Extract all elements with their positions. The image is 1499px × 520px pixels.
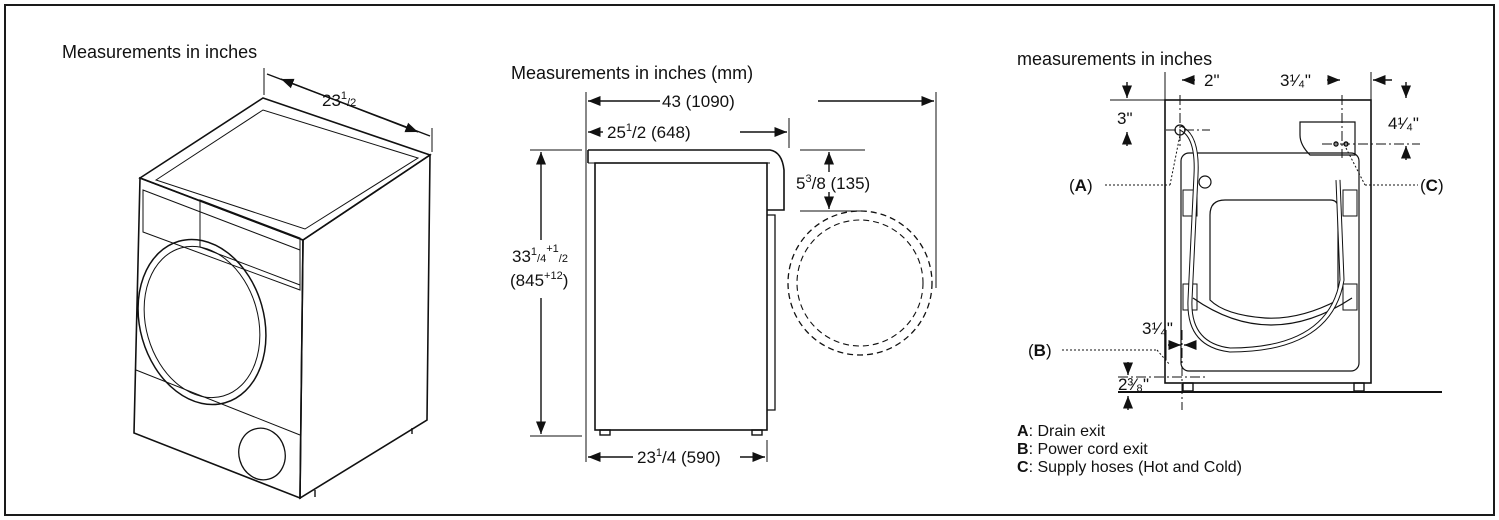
callout-b: (B)	[1028, 341, 1052, 360]
dim-3-1-4-bottom-label: 3¹⁄₄"	[1142, 319, 1173, 338]
legend-b-key: B	[1017, 441, 1029, 458]
legend-a: A: Drain exit	[1017, 423, 1106, 440]
rear-body	[1164, 99, 1372, 384]
dryer-front	[133, 176, 304, 500]
callout-b-leader-diag	[1156, 349, 1171, 366]
depth-top-frac: 1	[626, 122, 632, 134]
bracket-lower-right	[1342, 283, 1358, 311]
vent-knob	[1198, 175, 1212, 189]
width-arrow	[280, 78, 419, 133]
depth-top-label: 251/2 (648)	[607, 122, 691, 142]
height-mm-tol: +12	[544, 270, 563, 282]
dryer-door	[137, 238, 267, 406]
legend-c-key: C	[1017, 459, 1029, 476]
diagram-frame	[4, 4, 1495, 516]
dryer-top-inner	[154, 109, 420, 230]
callout-a-leader-diag	[1169, 134, 1181, 186]
height-mm-close: )	[563, 271, 569, 290]
height-tol: +1	[546, 243, 559, 255]
rear-panel	[1180, 152, 1360, 372]
supply-port-hot	[1333, 141, 1339, 147]
left-title: Measurements in inches	[62, 42, 257, 62]
height-den: /4	[537, 253, 546, 265]
rear-foot-right	[1353, 382, 1365, 392]
dim-3-label: 3"	[1117, 109, 1133, 128]
door-open-inner	[796, 219, 924, 347]
depth-top-whole: 25	[607, 123, 626, 142]
drain-hose-fill	[1179, 126, 1344, 352]
dim-2-label: 2"	[1204, 71, 1220, 90]
depth-top-rest: /2 (648)	[632, 123, 691, 142]
rear-drum-recess	[1209, 199, 1339, 319]
legend-b-text: : Power cord exit	[1029, 441, 1149, 458]
foot-back	[751, 429, 763, 436]
filter-hatch	[238, 427, 286, 481]
height-mm-label: (845+12)	[510, 270, 568, 290]
depth-base-whole: 23	[637, 448, 656, 467]
dryer-side	[299, 153, 431, 500]
right-title: measurements in inches	[1017, 49, 1212, 69]
door-depth-label: 53/8 (135)	[796, 173, 870, 193]
front-lower-line	[135, 369, 301, 436]
callout-a: (A)	[1069, 176, 1093, 195]
height-label: 331/4+1/2	[512, 243, 568, 266]
width-den: /2	[347, 97, 356, 109]
callout-c-close: )	[1438, 176, 1444, 195]
depth-base-label: 231/4 (590)	[637, 447, 721, 467]
callout-a-close: )	[1087, 176, 1093, 195]
rear-foot-left	[1182, 382, 1194, 392]
width-frac: 1	[341, 90, 347, 102]
dryer-top-lid	[588, 149, 785, 211]
left-panel: Measurements in inches 231/2	[62, 42, 433, 500]
dim-3-1-4-top-label: 3¹⁄₄"	[1280, 71, 1311, 90]
callout-b-letter: B	[1034, 341, 1046, 360]
callout-a-letter: A	[1075, 176, 1087, 195]
depth-open-label: 43 (1090)	[662, 92, 735, 111]
display-area	[199, 199, 301, 286]
supply-valve-box	[1299, 121, 1356, 156]
door-rest: /8 (135)	[812, 174, 871, 193]
legend-c-text: : Supply hoses (Hot and Cold)	[1029, 459, 1242, 476]
middle-panel: Measurements in inches (mm) 43 (1090) 25…	[510, 63, 937, 467]
middle-title: Measurements in inches (mm)	[511, 63, 753, 83]
legend-b: B: Power cord exit	[1017, 441, 1148, 458]
door-frac: 3	[805, 173, 811, 185]
callout-c-leader-diag	[1345, 147, 1366, 186]
dim-4-1-4-label: 4¹⁄₄"	[1388, 114, 1419, 133]
door-open-outer	[787, 210, 933, 356]
callout-c-letter: C	[1426, 176, 1438, 195]
legend-a-text: : Drain exit	[1029, 423, 1106, 440]
door-closed-profile	[767, 214, 776, 411]
control-panel	[142, 189, 301, 291]
height-whole: 33	[512, 247, 531, 266]
callout-b-close: )	[1046, 341, 1052, 360]
right-panel: measurements in inches	[1017, 49, 1444, 476]
dim-2-3-8-label: 2³⁄₈"	[1118, 375, 1149, 394]
callout-a-open: (	[1069, 176, 1075, 195]
width-label: 231/2	[322, 90, 356, 110]
height-tol-den: /2	[559, 253, 568, 265]
bracket-upper-right	[1342, 189, 1358, 217]
dryer-side-body	[594, 162, 768, 431]
height-mm: (845	[510, 271, 544, 290]
legend-a-key: A	[1017, 423, 1029, 440]
height-frac: 1	[531, 246, 537, 258]
callout-b-open: (	[1028, 341, 1034, 360]
dryer-door-ring	[143, 245, 261, 399]
drain-hose-outline	[1178, 125, 1345, 353]
door-whole: 5	[796, 174, 805, 193]
foot-front	[599, 429, 611, 436]
legend-c: C: Supply hoses (Hot and Cold)	[1017, 459, 1242, 476]
callout-c: (C)	[1420, 176, 1444, 195]
width-whole: 23	[322, 91, 341, 110]
depth-base-rest: /4 (590)	[662, 448, 721, 467]
depth-base-frac: 1	[656, 447, 662, 459]
callout-c-open: (	[1420, 176, 1426, 195]
